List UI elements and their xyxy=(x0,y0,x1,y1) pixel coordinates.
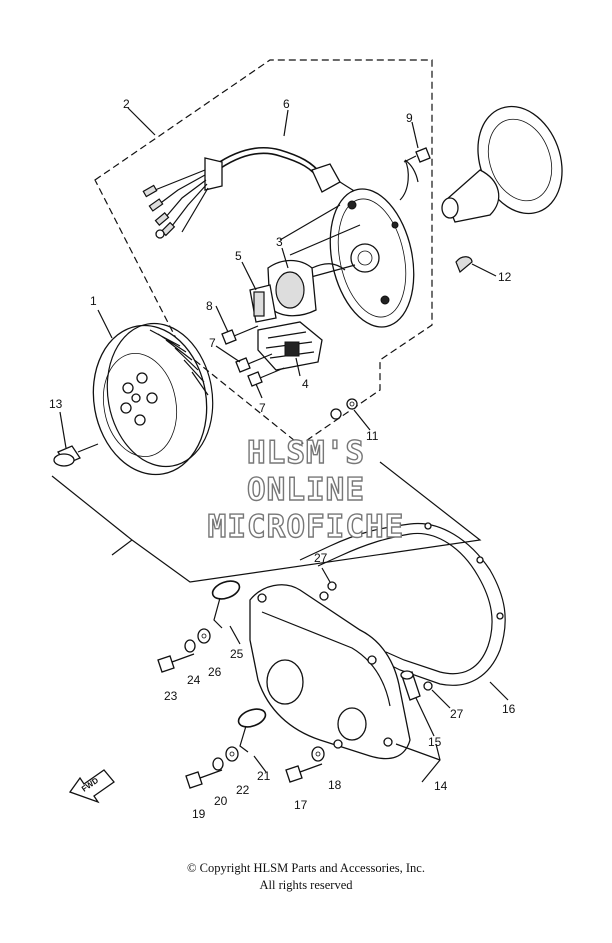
callout-11: 11 xyxy=(366,429,379,443)
callout-8: 8 xyxy=(206,299,213,313)
callout-17: 17 xyxy=(294,798,308,812)
callout-19: 19 xyxy=(192,807,206,821)
callout-7-upper: 7 xyxy=(209,336,216,350)
callout-21: 21 xyxy=(257,769,271,783)
callout-7-lower: 7 xyxy=(259,401,266,415)
dowel-pin xyxy=(400,670,421,701)
watermark-line-1: HLSM'S xyxy=(247,435,365,471)
woodruff-key xyxy=(455,256,473,273)
callout-12: 12 xyxy=(498,270,512,284)
charge-coil xyxy=(257,321,323,371)
callouts: 2 6 9 3 5 12 1 8 7 4 7 13 11 27 25 26 24… xyxy=(49,97,516,821)
flywheel xyxy=(92,322,214,476)
callout-23: 23 xyxy=(164,689,178,703)
screw-7-lower xyxy=(247,367,285,387)
callout-4: 4 xyxy=(302,377,309,391)
washer-18 xyxy=(311,746,325,762)
clamp-21 xyxy=(237,708,267,753)
callout-13: 13 xyxy=(49,397,63,411)
callout-24: 24 xyxy=(187,673,201,687)
callout-22: 22 xyxy=(236,783,250,797)
callout-14: 14 xyxy=(434,779,448,793)
flywheel-group-outline xyxy=(51,461,482,583)
watermark: HLSM'S ONLINE MICROFICHE xyxy=(207,434,405,545)
callout-26: 26 xyxy=(208,665,222,679)
clamp-25 xyxy=(211,580,241,629)
watermark-line-2: ONLINE xyxy=(247,472,365,508)
callout-5: 5 xyxy=(235,249,242,263)
callout-27-top: 27 xyxy=(314,551,328,565)
bolt-23 xyxy=(157,653,195,673)
bolt-17 xyxy=(285,763,323,783)
forward-arrow-icon: FWD xyxy=(68,769,115,804)
washer-22 xyxy=(225,746,239,762)
crankshaft-end xyxy=(441,105,563,223)
callout-3: 3 xyxy=(276,235,283,249)
crankcase-cover xyxy=(249,584,411,760)
callout-16: 16 xyxy=(502,702,516,716)
screw-11 xyxy=(330,398,358,420)
stator-base-plate xyxy=(279,159,419,328)
stator-assembly-outline xyxy=(94,59,433,446)
callout-6: 6 xyxy=(283,97,290,111)
callout-2: 2 xyxy=(123,97,130,111)
callout-18: 18 xyxy=(328,778,342,792)
callout-25: 25 xyxy=(230,647,244,661)
watermark-line-3: MICROFICHE xyxy=(208,509,405,545)
wire-harness xyxy=(142,147,381,239)
lighting-coil xyxy=(249,284,277,323)
copyright-line: © Copyright HLSM Parts and Accessories, … xyxy=(187,861,425,875)
flywheel-nut xyxy=(53,443,99,467)
screw-7-upper xyxy=(235,353,273,373)
callout-27-right: 27 xyxy=(450,707,464,721)
washer-24 xyxy=(184,639,196,653)
leader-lines xyxy=(59,107,509,783)
callout-9: 9 xyxy=(406,111,413,125)
bolt-19 xyxy=(185,769,223,789)
callout-15: 15 xyxy=(428,735,442,749)
washer-26 xyxy=(197,628,211,644)
pickup-coil xyxy=(267,259,346,317)
callout-20: 20 xyxy=(214,794,228,808)
grommet-27 xyxy=(327,581,433,691)
callout-1: 1 xyxy=(90,294,97,308)
screw-9 xyxy=(403,147,431,163)
crankcase-cover-gasket xyxy=(299,522,506,686)
washer-20 xyxy=(212,757,224,771)
screw-8 xyxy=(221,325,259,345)
rights-reserved-line: All rights reserved xyxy=(259,878,353,892)
